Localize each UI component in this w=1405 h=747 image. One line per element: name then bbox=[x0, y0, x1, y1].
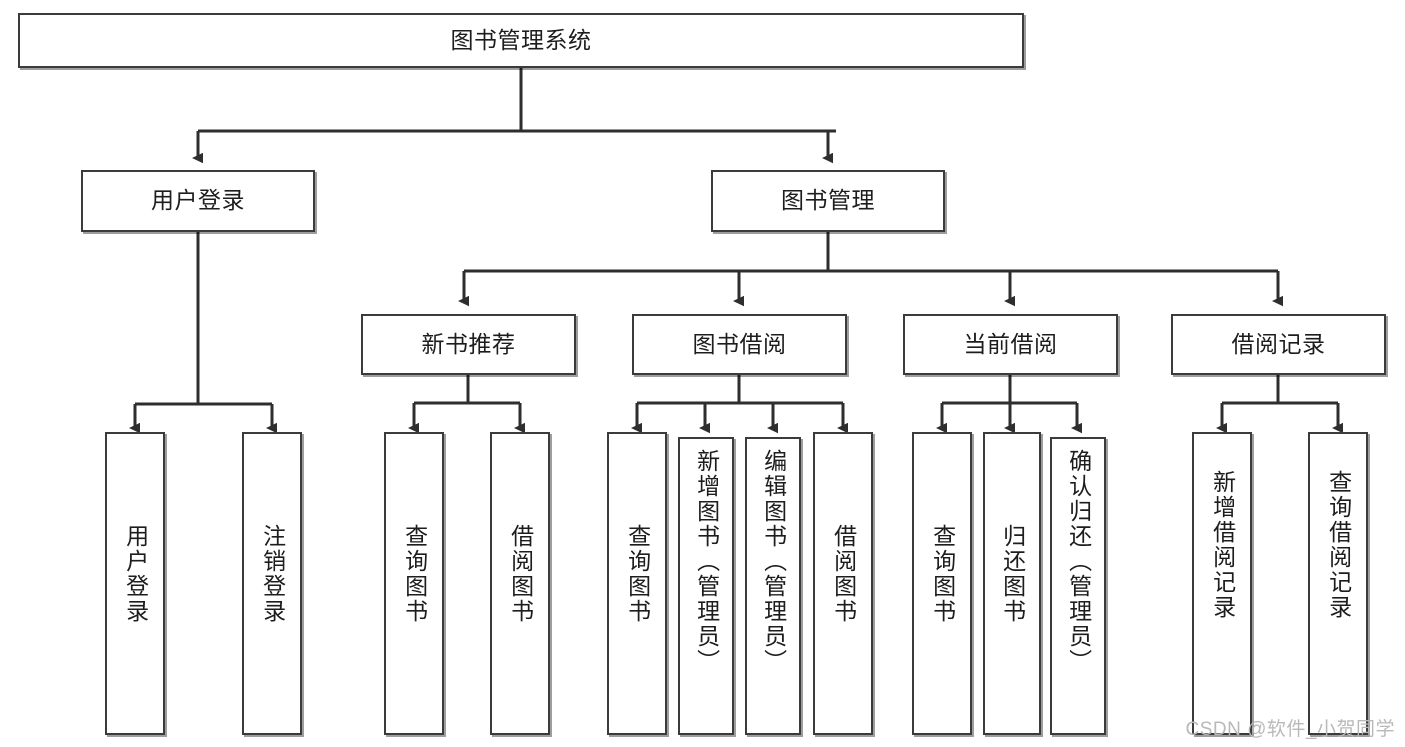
node-label: 新增借阅记录 bbox=[1209, 470, 1236, 620]
node-label: 新增图书（管理员） bbox=[693, 449, 720, 674]
csdn-watermark: CSDN @软件_小贺同学 bbox=[1185, 719, 1395, 740]
node-root-book-management-system[interactable]: 图书管理系统 bbox=[18, 13, 1024, 68]
node-leaf-add-book-admin[interactable]: 新增图书（管理员） bbox=[678, 437, 734, 735]
node-leaf-query-book-3[interactable]: 查询图书 bbox=[912, 432, 972, 735]
node-label: 注销登录 bbox=[259, 524, 286, 624]
node-label: 图书借阅 bbox=[692, 330, 787, 357]
node-leaf-return-book[interactable]: 归还图书 bbox=[983, 432, 1041, 735]
node-label: 借阅图书 bbox=[507, 524, 534, 624]
node-label: 用户登录 bbox=[122, 524, 149, 624]
node-leaf-query-borrow-record[interactable]: 查询借阅记录 bbox=[1308, 432, 1368, 735]
node-leaf-user-login[interactable]: 用户登录 bbox=[105, 432, 165, 735]
node-label: 归还图书 bbox=[999, 524, 1026, 624]
node-book-borrow[interactable]: 图书借阅 bbox=[632, 314, 847, 375]
node-leaf-confirm-return-admin[interactable]: 确认归还（管理员） bbox=[1050, 437, 1106, 735]
node-borrow-records[interactable]: 借阅记录 bbox=[1171, 314, 1386, 375]
node-book-management[interactable]: 图书管理 bbox=[711, 170, 945, 232]
node-leaf-user-logout[interactable]: 注销登录 bbox=[242, 432, 302, 735]
node-user-login[interactable]: 用户登录 bbox=[81, 170, 315, 232]
node-label: 查询图书 bbox=[624, 524, 651, 624]
node-label: 用户登录 bbox=[151, 187, 245, 214]
node-new-book-recommend[interactable]: 新书推荐 bbox=[361, 314, 576, 375]
node-label: 借阅记录 bbox=[1231, 330, 1326, 357]
node-label: 新书推荐 bbox=[421, 330, 516, 357]
node-label: 确认归还（管理员） bbox=[1065, 449, 1092, 674]
node-label: 编辑图书（管理员） bbox=[760, 449, 787, 674]
node-leaf-borrow-book-1[interactable]: 借阅图书 bbox=[490, 432, 550, 735]
node-leaf-borrow-book-2[interactable]: 借阅图书 bbox=[813, 432, 873, 735]
node-label: 查询借阅记录 bbox=[1325, 470, 1352, 620]
node-label: 当前借阅 bbox=[963, 330, 1058, 357]
node-label: 图书管理系统 bbox=[450, 26, 592, 53]
node-leaf-query-book-2[interactable]: 查询图书 bbox=[607, 432, 667, 735]
node-label: 查询图书 bbox=[401, 524, 428, 624]
node-label: 查询图书 bbox=[929, 524, 956, 624]
node-label: 图书管理 bbox=[781, 187, 875, 214]
node-leaf-add-borrow-record[interactable]: 新增借阅记录 bbox=[1192, 432, 1252, 735]
node-label: 借阅图书 bbox=[830, 524, 857, 624]
node-leaf-query-book-1[interactable]: 查询图书 bbox=[384, 432, 444, 735]
node-current-borrow[interactable]: 当前借阅 bbox=[903, 314, 1118, 375]
node-leaf-edit-book-admin[interactable]: 编辑图书（管理员） bbox=[745, 437, 801, 735]
